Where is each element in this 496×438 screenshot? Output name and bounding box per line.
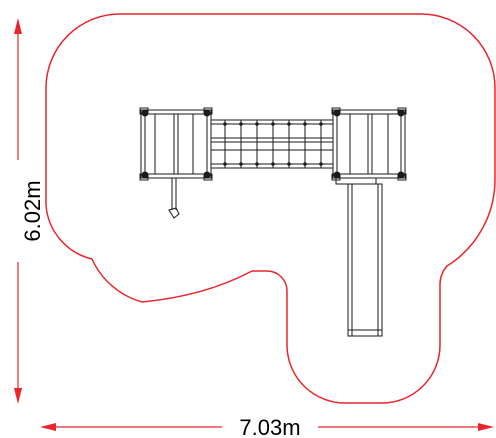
arrowhead-right-icon: [478, 423, 494, 431]
arrowhead-left-icon: [40, 423, 56, 431]
height-dimension: [14, 18, 22, 404]
arrowhead-down-icon: [14, 388, 22, 404]
height-label: 6.02m: [20, 180, 45, 241]
right-tower: [331, 107, 407, 185]
width-dimension: [40, 423, 494, 431]
width-label: 7.03m: [239, 415, 300, 438]
safety-zone-outline: [45, 13, 496, 404]
slide: [347, 183, 383, 337]
left-tower: [139, 107, 213, 181]
left-climber: [168, 178, 180, 219]
arrowhead-up-icon: [14, 18, 22, 34]
bridge: [210, 119, 334, 169]
play-structure: [139, 107, 407, 337]
